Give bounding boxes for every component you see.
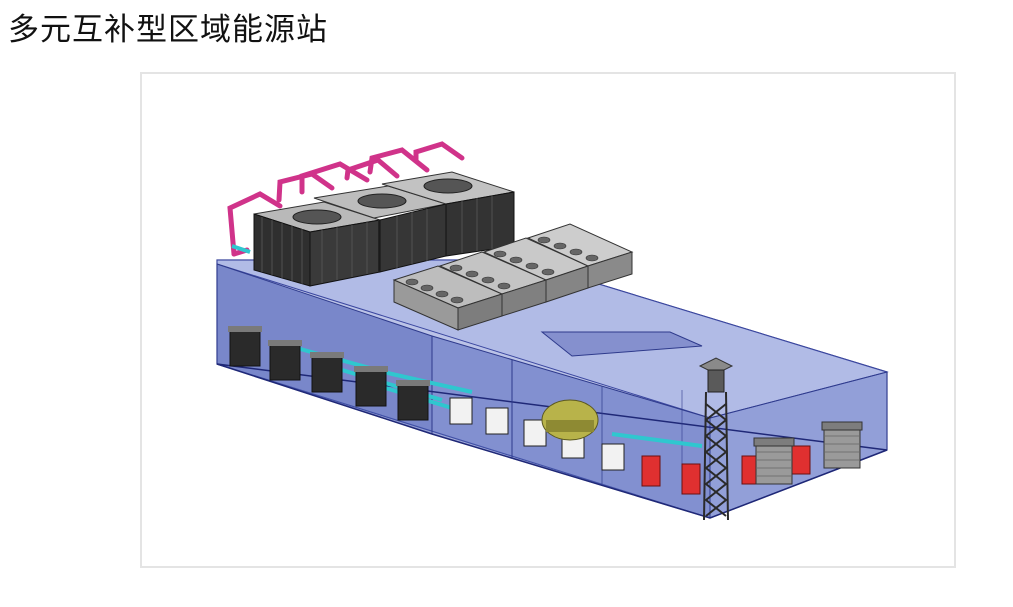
energy-station-illustration [216, 141, 889, 521]
roll-up-door [753, 437, 795, 485]
louver-vent [396, 380, 430, 421]
window [485, 407, 509, 435]
exhaust-chimney [698, 357, 734, 521]
louver-vents [228, 326, 430, 421]
heat-pump-units [392, 223, 634, 331]
cooling-tower [381, 171, 515, 257]
window [523, 419, 547, 447]
louver-vent [268, 340, 302, 381]
control-cabinet [641, 455, 661, 487]
roll-up-doors [753, 421, 863, 485]
cooling-towers [253, 171, 515, 287]
cooling-tower [313, 185, 447, 273]
control-cabinet [681, 463, 701, 495]
louver-vent [228, 326, 262, 367]
window [601, 443, 625, 471]
louver-vent [310, 352, 344, 393]
page-title: 多元互补型区域能源站 [8, 12, 328, 48]
window [449, 397, 473, 425]
control-cabinet [791, 445, 811, 475]
figure-frame [140, 72, 956, 568]
heat-pump-unit [438, 251, 548, 317]
cooling-tower [253, 201, 381, 287]
pink-pipes [227, 141, 465, 257]
heat-pump-unit [526, 223, 634, 289]
storage-tank [541, 399, 599, 441]
roll-up-door [821, 421, 863, 469]
louver-vent [354, 366, 388, 407]
